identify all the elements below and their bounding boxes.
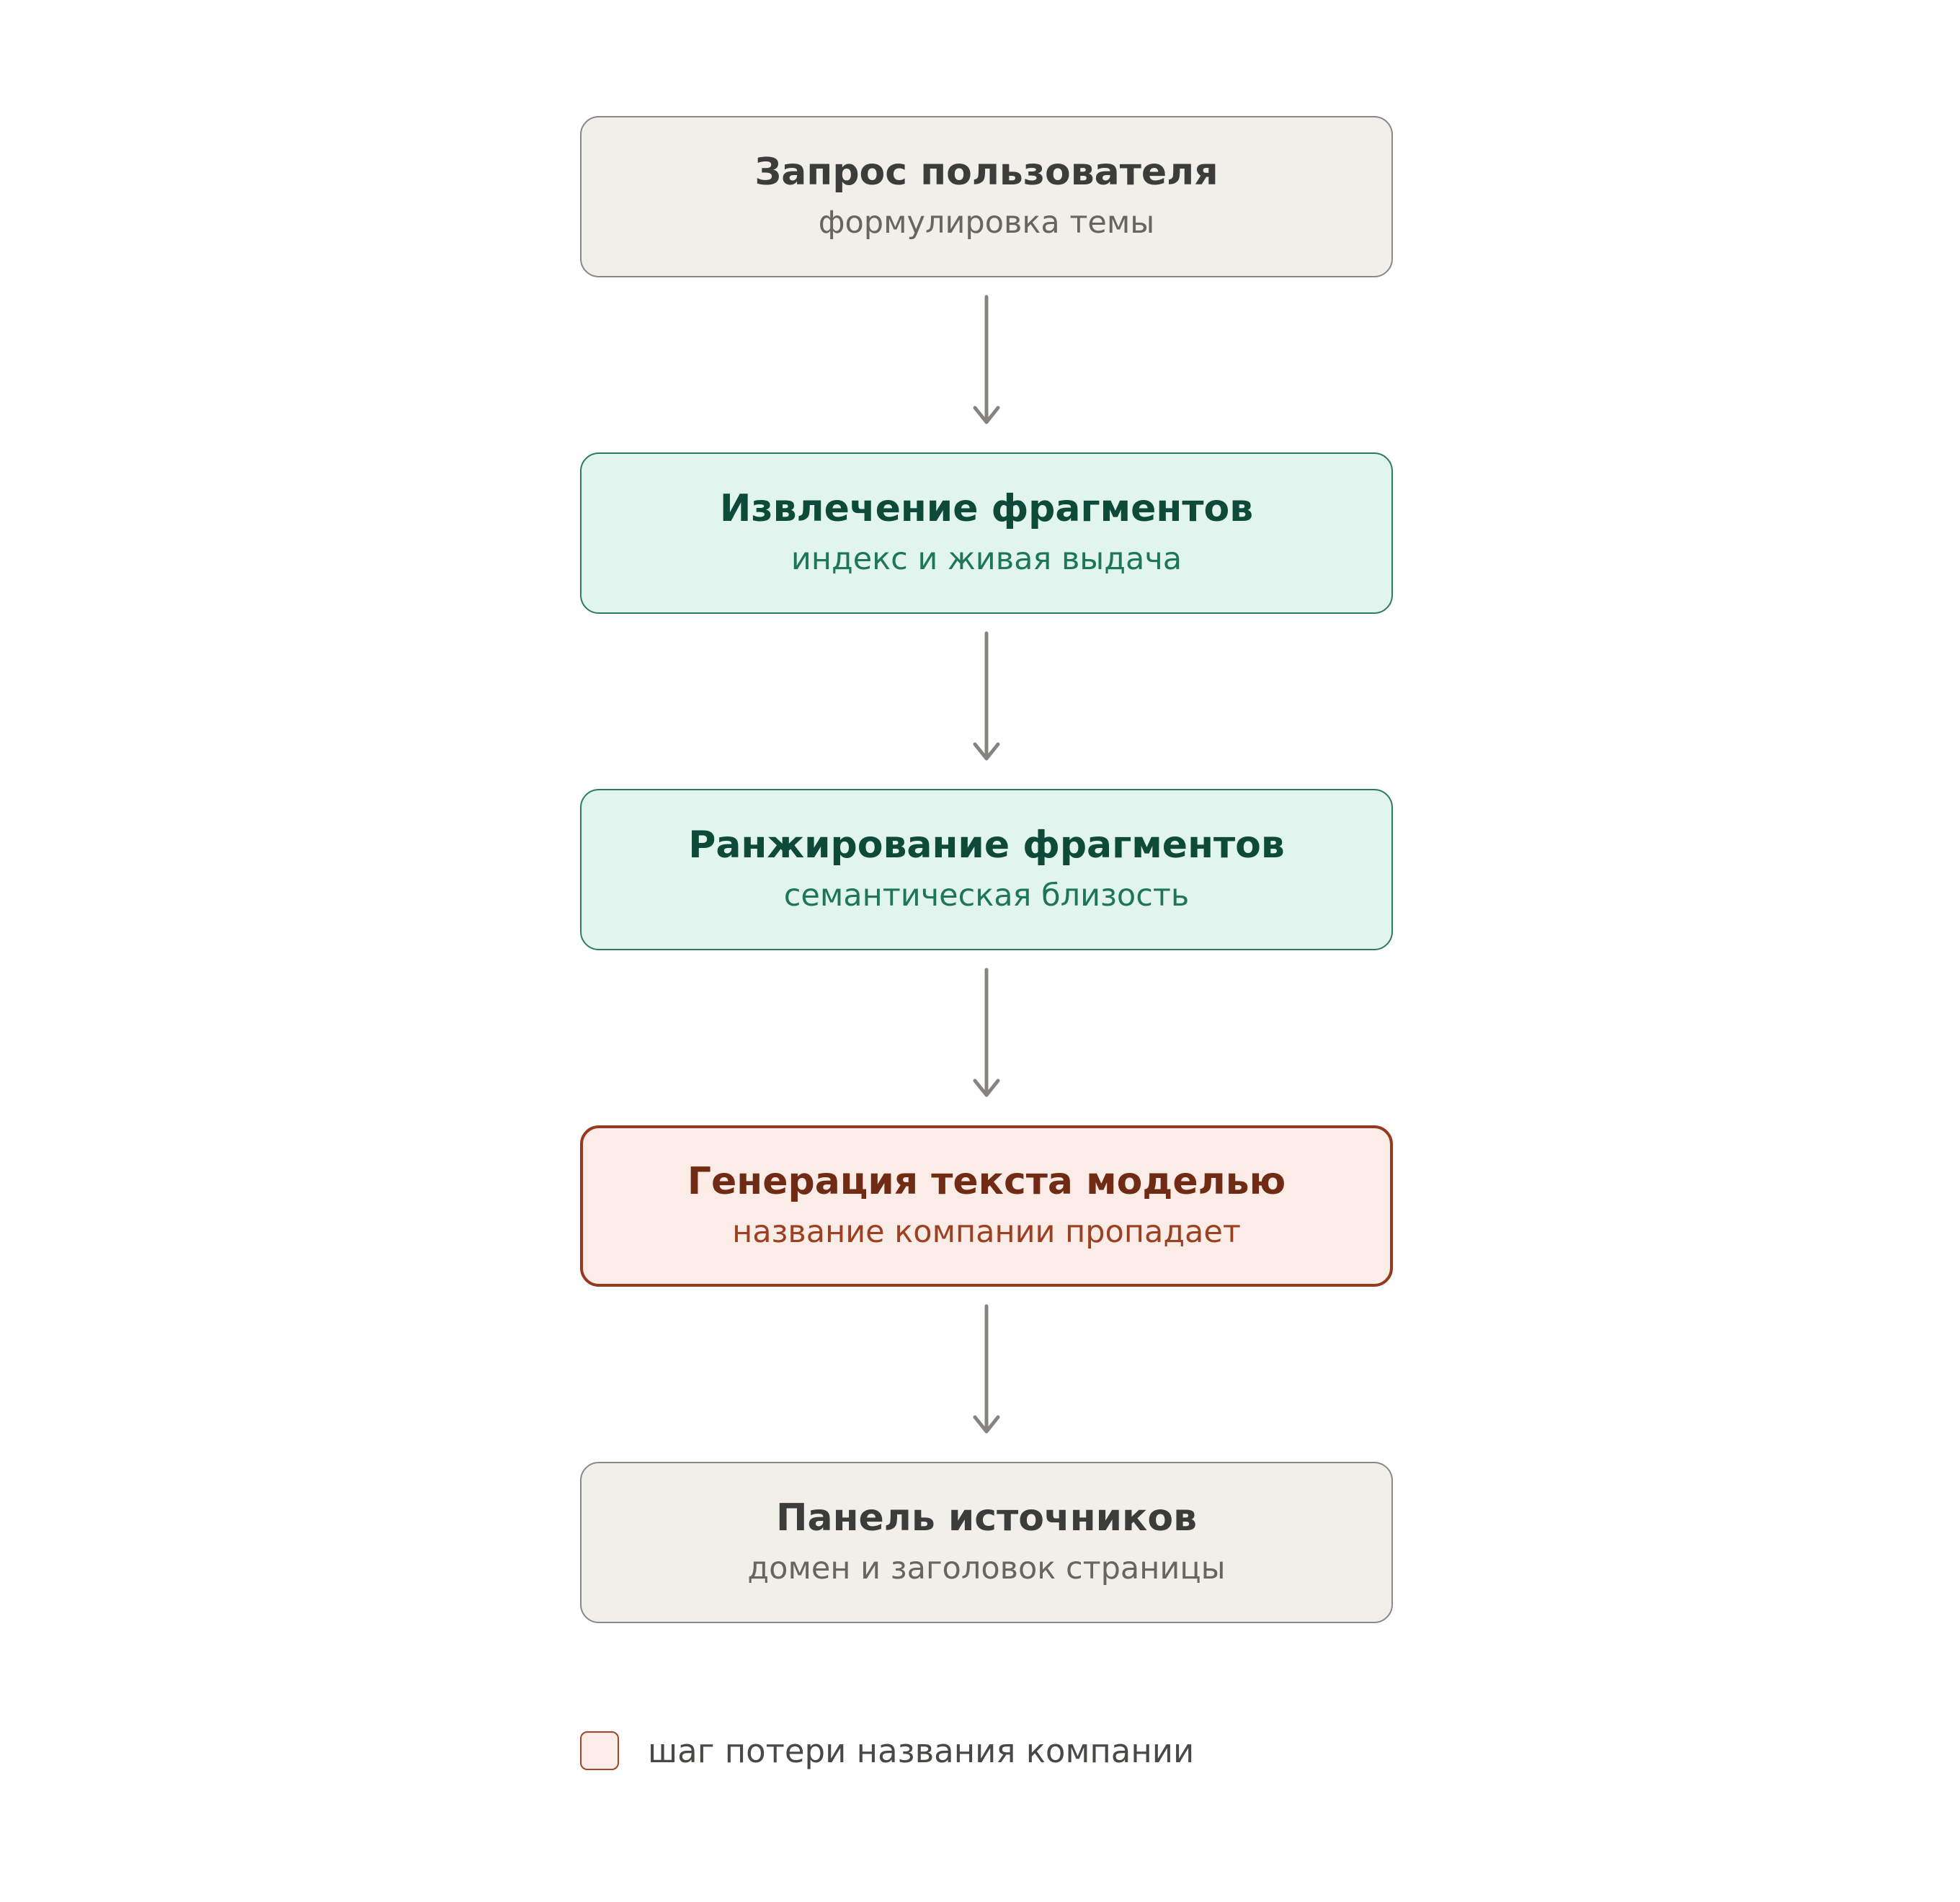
node-title: Панель источников xyxy=(776,1496,1197,1540)
legend: шаг потери названия компании xyxy=(580,1728,1194,1774)
node-subtitle: домен и заголовок страницы xyxy=(747,1550,1226,1587)
node-subtitle: название компании пропадает xyxy=(732,1214,1241,1251)
node-sources-panel: Панель источников домен и заголовок стра… xyxy=(580,1462,1393,1623)
node-subtitle: семантическая близость xyxy=(783,878,1190,914)
node-user-query: Запрос пользователя формулировка темы xyxy=(580,116,1393,277)
node-title: Извлечение фрагментов xyxy=(719,487,1254,531)
arrow-3 xyxy=(973,968,1000,1097)
node-subtitle: формулировка темы xyxy=(818,205,1155,241)
arrow-2 xyxy=(973,631,1000,761)
legend-label: шаг потери названия компании xyxy=(648,1731,1195,1770)
node-fragment-ranking: Ранжирование фрагментов семантическая бл… xyxy=(580,789,1393,950)
node-title: Генерация текста моделью xyxy=(687,1160,1286,1204)
arrow-4 xyxy=(973,1304,1000,1434)
node-subtitle: индекс и живая выдача xyxy=(790,541,1182,578)
node-fragment-extraction: Извлечение фрагментов индекс и живая выд… xyxy=(580,452,1393,614)
node-text-generation: Генерация текста моделью название компан… xyxy=(580,1125,1393,1287)
legend-swatch xyxy=(580,1731,619,1770)
node-title: Запрос пользователя xyxy=(754,151,1219,195)
node-title: Ранжирование фрагментов xyxy=(688,823,1285,867)
arrow-1 xyxy=(973,295,1000,424)
